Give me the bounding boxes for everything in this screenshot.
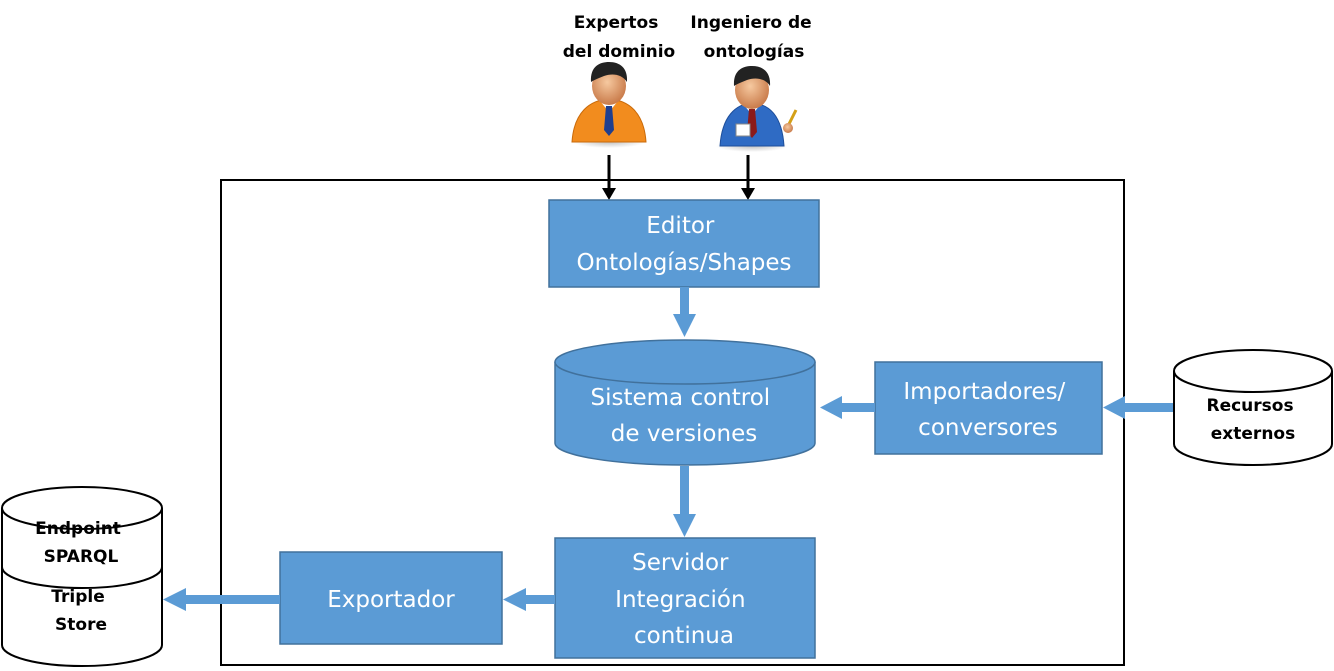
editor-box: Editor Ontologías/Shapes bbox=[548, 199, 820, 288]
actor-label: Ingeniero de ontologías bbox=[690, 13, 817, 62]
importers-box: Importadores/ conversores bbox=[874, 361, 1103, 455]
exporter-box: Exportador bbox=[279, 551, 503, 645]
external-resources-cylinder: Recursos externos bbox=[1173, 349, 1333, 466]
svg-text:Sistema control de vers: Sistema control de versiones bbox=[591, 385, 778, 447]
system-boundary bbox=[220, 179, 1125, 666]
triple-store-label: Triple Store bbox=[51, 587, 110, 635]
actor-arrows bbox=[602, 155, 755, 200]
endpoint-label: Endpoint SPARQL bbox=[35, 519, 127, 567]
actor-label: Expertos del dominio bbox=[563, 13, 675, 62]
version-control-cylinder: Sistema control de versiones bbox=[554, 339, 816, 466]
person-icon bbox=[571, 62, 647, 148]
arrow-editor-to-vcs bbox=[673, 287, 696, 337]
arrow-importers-to-vcs bbox=[820, 396, 875, 419]
svg-text:Servidor Integración: Servidor Integración continua bbox=[615, 550, 753, 649]
actor-domain-experts: Expertos del dominio bbox=[563, 13, 675, 148]
svg-text:Recursos externos: Recursos externos bbox=[1206, 396, 1299, 444]
svg-text:Exportador: Exportador bbox=[327, 587, 455, 613]
actor-ontology-engineer: Ingeniero de ontologías bbox=[690, 13, 817, 152]
person-with-pen-icon bbox=[716, 66, 798, 152]
ci-server-box: Servidor Integración continua bbox=[554, 537, 816, 659]
arrow-external-to-importers bbox=[1103, 396, 1173, 419]
arrow-vcs-to-ci bbox=[673, 466, 696, 537]
arrow-exporter-to-endpoint bbox=[163, 588, 280, 611]
arrow-ci-to-exporter bbox=[503, 588, 555, 611]
endpoint-cylinder: Endpoint SPARQL Triple Store bbox=[1, 486, 163, 667]
svg-text:Editor Ontologías/Shapes: Editor Ontologías/Shapes bbox=[576, 213, 791, 276]
svg-text:Importadores/ conversore: Importadores/ conversores bbox=[903, 379, 1072, 441]
